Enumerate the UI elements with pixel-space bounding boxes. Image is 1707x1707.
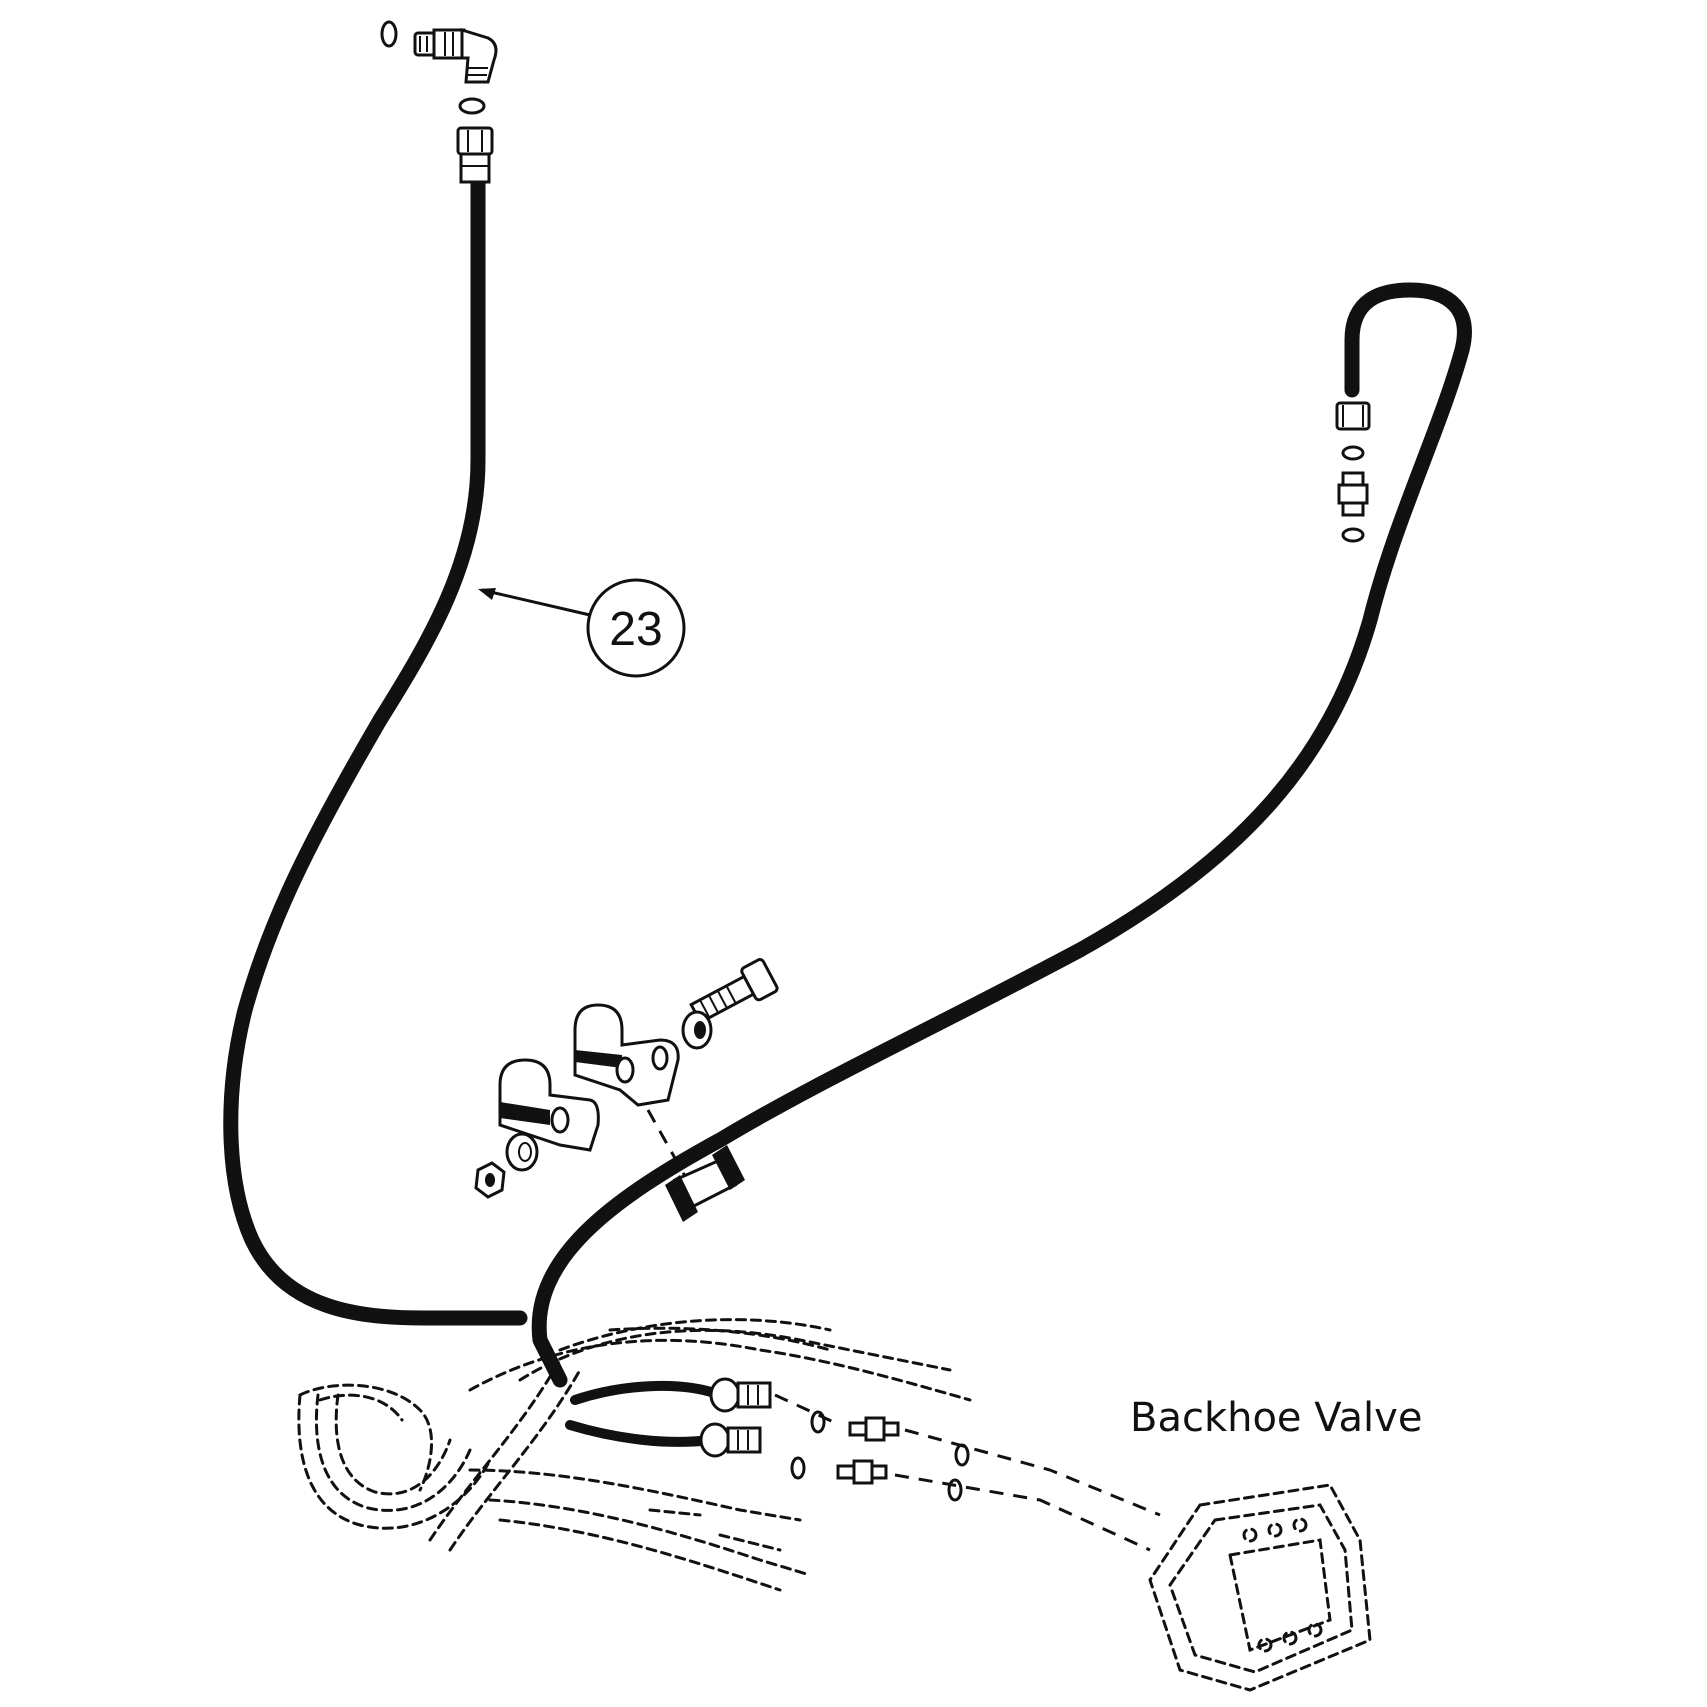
clamp-hardware — [474, 958, 779, 1199]
valve-hose-connections — [565, 1377, 1161, 1552]
adapter-fitting — [1337, 471, 1369, 517]
hose-clamp-upper — [573, 1003, 680, 1107]
o-ring-top — [380, 20, 398, 48]
o-ring — [810, 1410, 826, 1434]
o-ring — [1341, 527, 1365, 543]
o-ring — [1341, 445, 1365, 461]
elbow-fitting — [413, 27, 498, 84]
left-hose-end-fitting — [380, 20, 498, 184]
frame-ghost-outline — [297, 1318, 972, 1592]
callout-number: 23 — [609, 603, 662, 656]
adapter-lower — [836, 1459, 888, 1485]
backhoe-valve-ghost — [1148, 1483, 1372, 1692]
hose-nut — [1335, 401, 1371, 431]
adapter-upper — [848, 1416, 900, 1442]
callout-23: 23 — [478, 578, 686, 678]
backhoe-valve-label: Backhoe Valve — [1130, 1395, 1422, 1441]
right-hose-end-fitting — [1335, 401, 1371, 543]
o-ring — [954, 1443, 970, 1467]
hose-fitting-lower — [699, 1422, 762, 1458]
hose-sleeve — [665, 1145, 745, 1222]
right-hose — [531, 282, 1472, 1388]
callout-circle — [586, 578, 686, 678]
hose-swivel-nut — [456, 126, 494, 184]
hose-clamp-lower — [498, 1058, 600, 1152]
hex-nut — [474, 1161, 506, 1199]
left-hose — [223, 172, 528, 1326]
hose-fitting-upper — [709, 1377, 772, 1413]
o-ring — [458, 97, 486, 115]
o-ring — [947, 1478, 963, 1502]
o-ring — [790, 1456, 806, 1480]
